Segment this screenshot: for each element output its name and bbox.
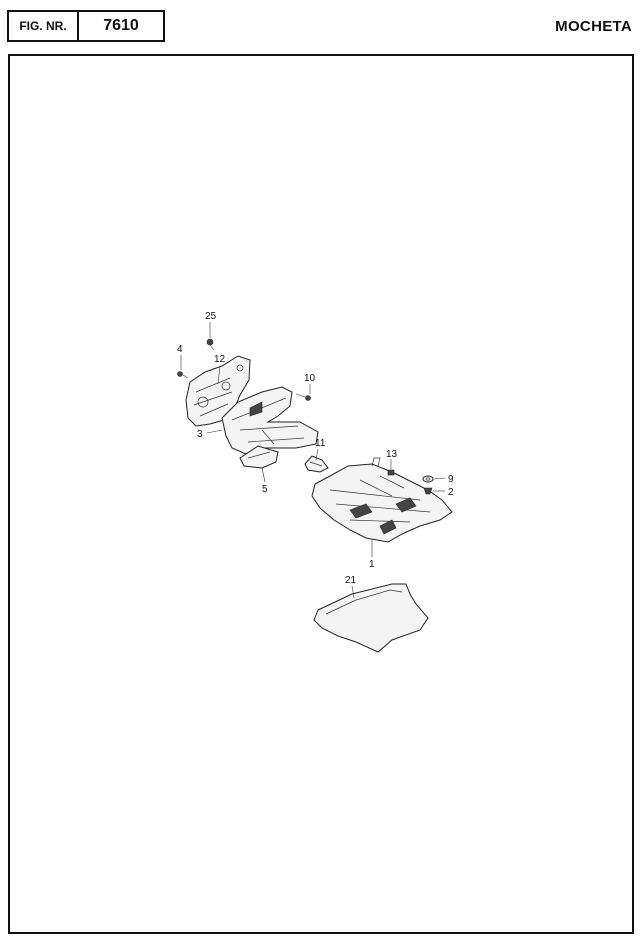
callout-25: 25 xyxy=(205,311,217,322)
callout-12: 12 xyxy=(214,354,226,365)
page-title: MOCHETA xyxy=(555,18,632,35)
part-3-front-carpet xyxy=(221,386,319,455)
figure-label: FIG. NR. xyxy=(7,10,79,42)
callout-21: 21 xyxy=(345,575,357,586)
part-11-bracket xyxy=(304,455,329,473)
part-25-clip-icon xyxy=(206,338,215,351)
part-5-floor-piece xyxy=(239,445,279,469)
callout-11: 11 xyxy=(315,438,326,449)
callout-4: 4 xyxy=(177,344,183,355)
part-4-clip-icon xyxy=(177,371,189,379)
callout-9: 9 xyxy=(448,474,454,485)
callout-10: 10 xyxy=(304,373,316,384)
leader-lines xyxy=(180,322,446,599)
part-10-clip-icon xyxy=(295,393,311,401)
part-13-clip-icon xyxy=(387,469,395,476)
figure-header: FIG. NR. 7610 xyxy=(7,10,165,42)
part-2-fastener-icon xyxy=(423,487,433,495)
figure-number: 7610 xyxy=(79,10,165,42)
callout-5: 5 xyxy=(262,484,268,495)
part-9-grommet-icon xyxy=(422,475,434,483)
callout-2: 2 xyxy=(448,487,454,498)
diagram-frame xyxy=(8,54,634,934)
callout-1: 1 xyxy=(369,559,375,570)
callout-13: 13 xyxy=(386,449,398,460)
part-1-main-floor-carpet xyxy=(311,457,453,543)
callout-3: 3 xyxy=(197,429,203,440)
part-21-floor-mat xyxy=(313,583,429,653)
